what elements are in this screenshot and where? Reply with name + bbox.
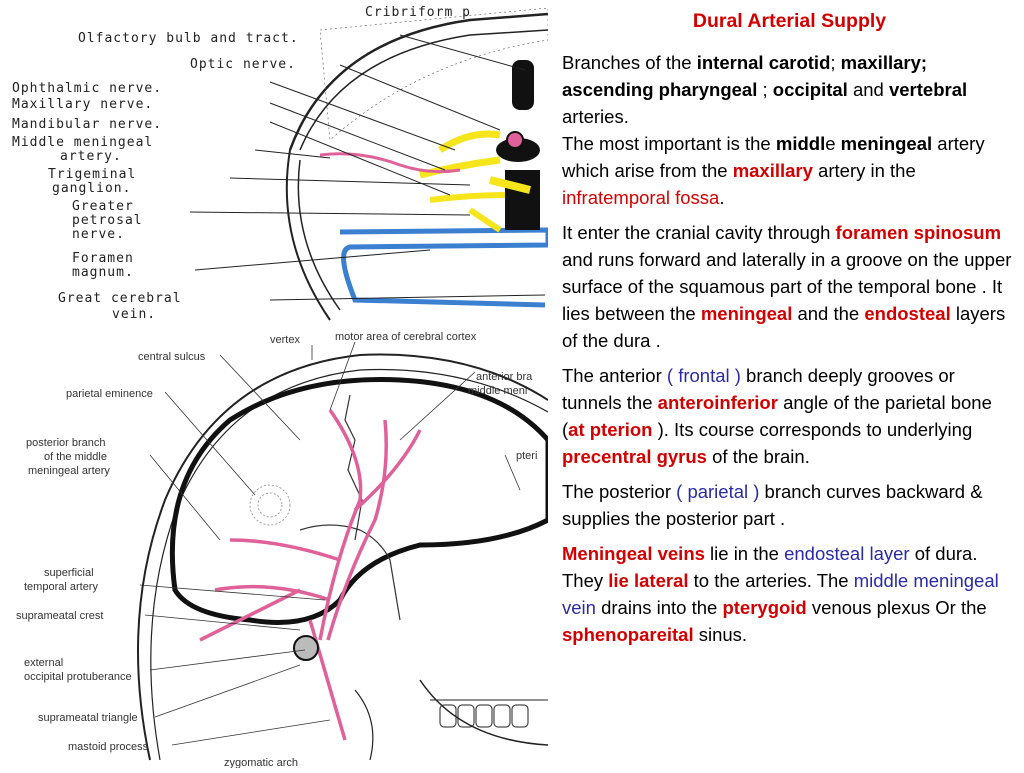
term-maxillary: maxillary [732, 160, 813, 181]
label-anterior-branch-2: middle meni [468, 385, 527, 397]
label-optic: Optic nerve. [190, 57, 296, 72]
label-greater-3: nerve. [72, 227, 125, 242]
label-zygomatic: zygomatic arch [224, 757, 298, 768]
text-span: and [847, 79, 889, 100]
paragraph-branches: Branches of the internal carotid; maxill… [562, 49, 1017, 211]
text-span: ; [830, 52, 841, 73]
paragraph-course: It enter the cranial cavity through fora… [562, 219, 1017, 354]
label-mandibular: Mandibular nerve. [12, 117, 162, 132]
term-infratemporal-fossa: infratemporal fossa [562, 187, 720, 208]
text-span: artery in the [812, 160, 916, 181]
term-meningeal-layer: meningeal [700, 303, 793, 324]
text-span: drains into the [595, 597, 723, 618]
label-external-2: occipital protuberance [24, 671, 132, 683]
label-middle-meningeal-1: Middle meningeal [12, 135, 153, 150]
text-span: branch curves backward & supplies the po… [562, 481, 983, 529]
label-motor-area: motor area of cerebral cortex [335, 331, 477, 343]
cranial-base-diagram: Cribriform p Olfactory bulb and tract. O… [12, 5, 551, 322]
text-span: The posterior [562, 481, 677, 502]
text-span: to the arteries. The [688, 570, 854, 591]
term-sphenopareital: sphenopareital [562, 624, 694, 645]
label-olfactory: Olfactory bulb and tract. [78, 31, 299, 46]
text-span: and the [792, 303, 865, 324]
anatomy-diagrams: Cribriform p Olfactory bulb and tract. O… [12, 5, 551, 769]
term-meningeal-veins: Meningeal veins [562, 543, 705, 564]
label-great-cerebral-2: vein. [112, 307, 156, 322]
term-occipital: occipital [772, 79, 848, 100]
text-span: The anterior [562, 365, 667, 386]
paragraph-posterior-branch: The posterior ( parietal ) branch curves… [562, 478, 1017, 532]
label-foramen-2: magnum. [72, 265, 134, 280]
label-posterior-branch-2: of the middle [44, 451, 107, 463]
term-vertebral: vertebral [888, 79, 968, 100]
label-ophthalmic: Ophthalmic nerve. [12, 81, 162, 96]
paragraph-anterior-branch: The anterior ( frontal ) branch deeply g… [562, 362, 1017, 470]
label-suprameatal-triangle: suprameatal triangle [38, 712, 138, 724]
term-anteroinferior: anteroinferior [657, 392, 778, 413]
label-cribriform: Cribriform p [365, 5, 471, 20]
text-span: angle of the parietal bone ( [562, 392, 992, 440]
term-precentral-gyrus: precentral gyrus [562, 446, 707, 467]
diagram-panel: Cribriform p Olfactory bulb and tract. O… [12, 5, 551, 769]
term-endosteal: endosteal [864, 303, 951, 324]
label-mastoid: mastoid process [68, 741, 149, 753]
label-anterior-branch-1: anterior bra [476, 371, 533, 383]
text-span: sinus. [693, 624, 748, 645]
term-at-pterion: at pterion [568, 419, 653, 440]
term-foramen-spinosum: foramen spinosum [835, 222, 1002, 243]
term-middle-meningeal-vein: middle meningeal vein [562, 570, 999, 618]
text-span: e [825, 133, 841, 154]
term-frontal: ( frontal ) [666, 365, 741, 386]
label-trigeminal-1: Trigeminal [48, 167, 136, 182]
text-span: ). Its course corresponds to underlying [652, 419, 973, 440]
text-span: It enter the cranial cavity through [562, 222, 836, 243]
term-parietal: ( parietal ) [676, 481, 760, 502]
text-span: arteries. [562, 106, 629, 127]
label-parietal-eminence: parietal eminence [66, 388, 153, 400]
label-external-1: external [24, 657, 63, 669]
text-span: and runs forward and laterally in a groo… [562, 249, 1012, 324]
label-middle-meningeal-2: artery. [60, 149, 122, 164]
text-span: venous plexus Or the [806, 597, 987, 618]
term-pterygoid: pterygoid [722, 597, 807, 618]
term-internal-carotid: internal carotid [696, 52, 831, 73]
lateral-skull-diagram: vertex motor area of cerebral cortex cen… [16, 331, 551, 769]
term-maxillary-ascending-pharyngeal: maxillary; ascending pharyngeal [562, 52, 928, 100]
text-span: lie in the [704, 543, 785, 564]
label-superficial-2: temporal artery [24, 581, 98, 593]
term-endosteal-layer: endosteal layer [784, 543, 910, 564]
text-span: artery which arise from the [562, 133, 985, 181]
text-span: layers of the dura . [562, 303, 1006, 351]
text-span: ; [757, 79, 773, 100]
label-great-cerebral-1: Great cerebral [58, 291, 182, 306]
text-panel: Dural Arterial Supply Branches of the in… [562, 6, 1017, 656]
label-pterion: pteri [516, 450, 537, 462]
label-vertex: vertex [270, 334, 300, 346]
label-greater-1: Greater [72, 199, 134, 214]
text-span: The most important is the [562, 133, 776, 154]
text-span: of the brain. [706, 446, 810, 467]
text-span: branch deeply grooves or tunnels the [562, 365, 955, 413]
text-span: . [719, 187, 725, 208]
paragraph-veins: Meningeal veins lie in the endosteal lay… [562, 540, 1017, 648]
term-meningeal: meningeal [840, 133, 933, 154]
label-trigeminal-2: ganglion. [52, 181, 131, 196]
label-posterior-branch-1: posterior branch [26, 437, 106, 449]
label-foramen-1: Foramen [72, 251, 134, 266]
label-superficial-1: superficial [44, 567, 94, 579]
label-central-sulcus: central sulcus [138, 351, 206, 363]
page-title: Dural Arterial Supply [692, 10, 887, 32]
label-greater-2: petrosal [72, 213, 143, 228]
label-suprameatal-crest: suprameatal crest [16, 610, 103, 622]
term-middle: middl [775, 133, 826, 154]
label-maxillary: Maxillary nerve. [12, 97, 153, 112]
text-span: of dura. They [562, 543, 978, 591]
label-posterior-branch-3: meningeal artery [28, 465, 110, 477]
term-lie-lateral: lie lateral [608, 570, 689, 591]
text-span: Branches of the [562, 52, 697, 73]
